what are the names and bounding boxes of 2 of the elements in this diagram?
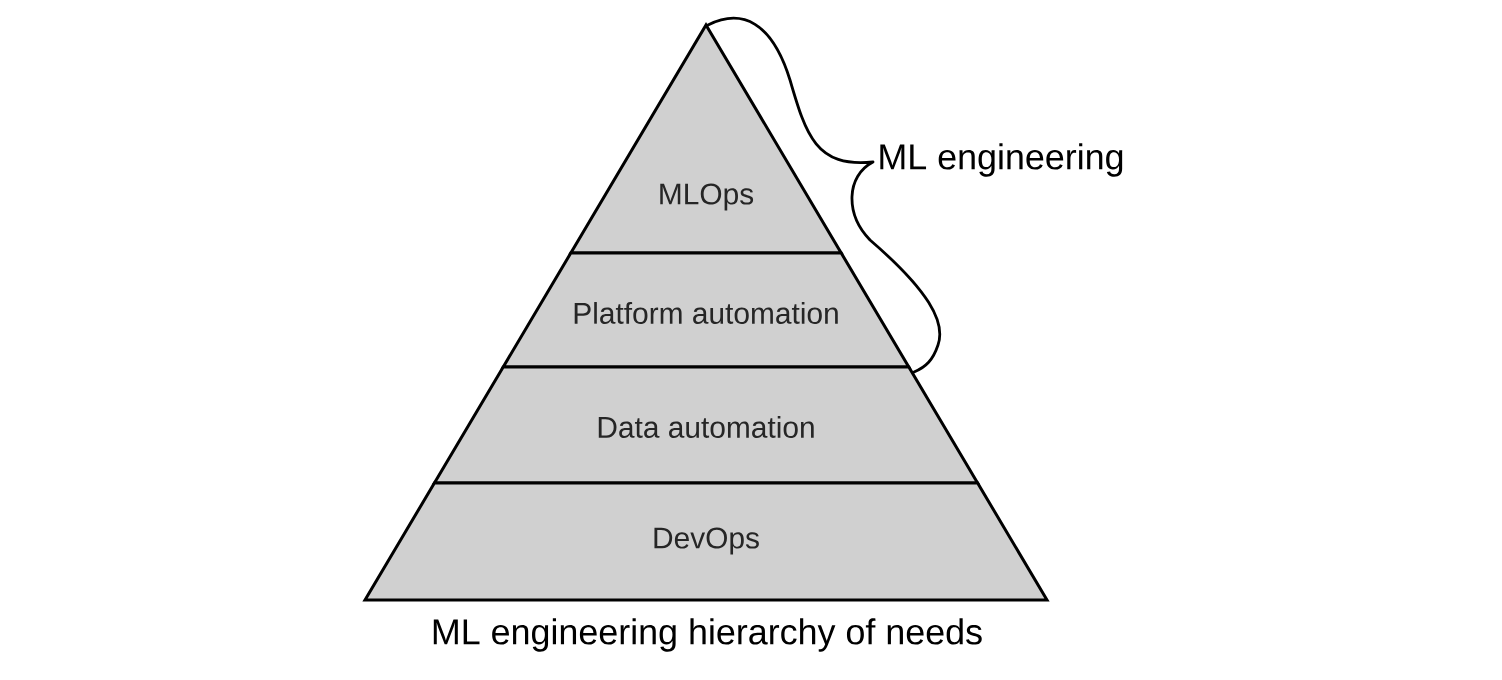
brace-label: ML engineering (880, 143, 1123, 177)
caption: ML engineering hierarchy of needs (433, 618, 982, 652)
